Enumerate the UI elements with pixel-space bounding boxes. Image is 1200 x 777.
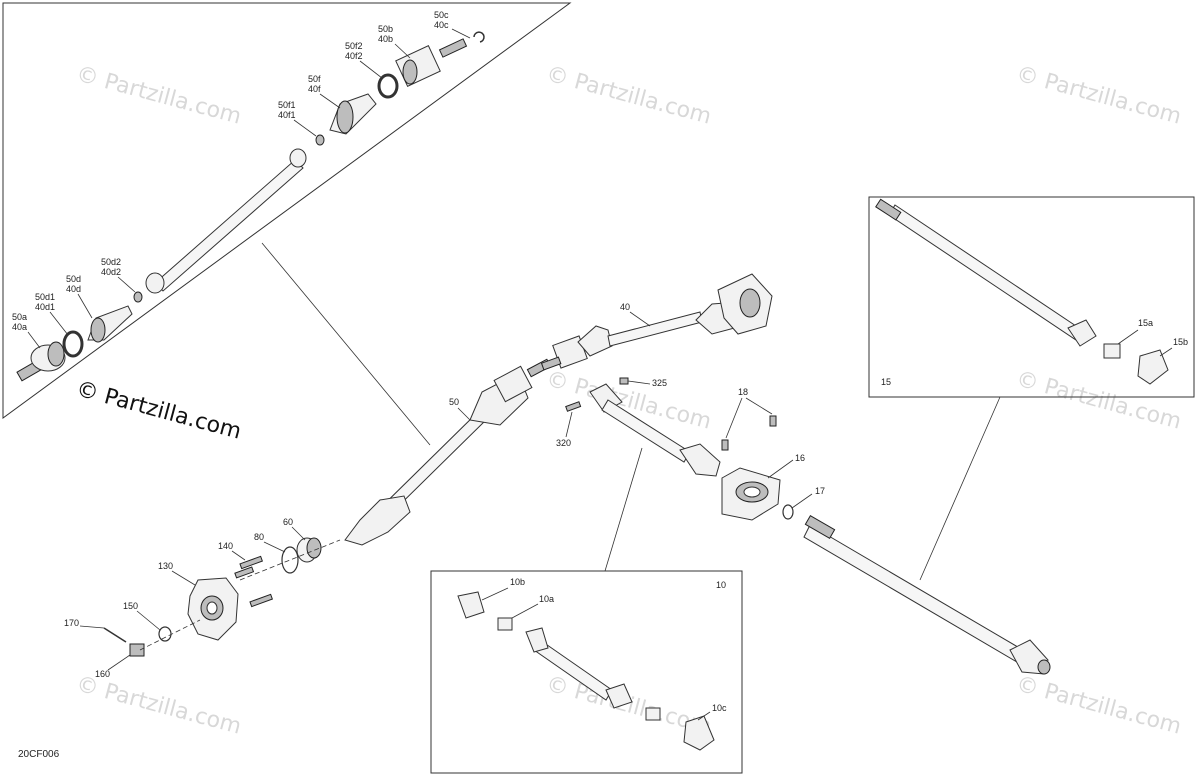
bolt-140 bbox=[239, 555, 264, 570]
label-325: 325 bbox=[652, 378, 667, 388]
bolt-18a bbox=[721, 439, 729, 451]
label-50a: 50a bbox=[12, 312, 27, 322]
shaft-10-inset-frame bbox=[430, 570, 743, 774]
washer-150 bbox=[158, 626, 172, 642]
bolt-320 bbox=[565, 401, 582, 412]
label-40d2: 40d2 bbox=[101, 267, 121, 277]
copyright-text: © Partzilla.com bbox=[73, 377, 243, 445]
label-40f: 40f bbox=[308, 84, 321, 94]
label-10a: 10a bbox=[539, 594, 554, 604]
label-140: 140 bbox=[218, 541, 233, 551]
small-clamp-inner bbox=[315, 134, 325, 146]
diagram-code: 20CF006 bbox=[18, 749, 60, 760]
hub-assembly bbox=[103, 537, 341, 657]
axle-50 bbox=[344, 358, 552, 546]
label-40c: 40c bbox=[434, 20, 449, 30]
bearing-support-16 bbox=[721, 415, 794, 521]
label-40: 40 bbox=[620, 302, 630, 312]
label-50f1: 50f1 bbox=[278, 100, 296, 110]
label-170: 170 bbox=[64, 618, 79, 628]
ring-17 bbox=[782, 504, 794, 520]
cv-joint-inset-frame bbox=[2, 2, 572, 419]
bolt-325 bbox=[619, 377, 629, 385]
label-15a: 15a bbox=[1138, 318, 1153, 328]
clamp-ring-inner bbox=[377, 73, 399, 99]
label-50: 50 bbox=[449, 397, 459, 407]
inset-10-leader bbox=[604, 447, 643, 572]
label-80: 80 bbox=[254, 532, 264, 542]
label-150: 150 bbox=[123, 601, 138, 611]
circlip bbox=[473, 31, 485, 43]
cotter-pin-170 bbox=[103, 627, 127, 643]
label-17: 17 bbox=[815, 486, 825, 496]
inset-15-leader bbox=[919, 396, 1001, 581]
label-40d: 40d bbox=[66, 284, 81, 294]
label-10c: 10c bbox=[712, 703, 727, 713]
watermark: © Partzilla.com bbox=[73, 672, 243, 740]
label-50d2: 50d2 bbox=[101, 257, 121, 267]
inset-leader-line bbox=[261, 242, 431, 446]
inset-shaft bbox=[154, 159, 304, 292]
u-joint-10c-cross bbox=[645, 707, 661, 721]
shaft-15-inset-frame bbox=[868, 196, 1195, 398]
rear-shaft bbox=[803, 514, 1051, 675]
label-50f: 50f bbox=[308, 74, 321, 84]
axle-40 bbox=[540, 273, 773, 371]
label-40f2: 40f2 bbox=[345, 51, 363, 61]
shaft-10-parts bbox=[457, 591, 715, 751]
label-130: 130 bbox=[158, 561, 173, 571]
propshaft-10 bbox=[565, 377, 721, 477]
nut-160 bbox=[129, 643, 145, 657]
label-320: 320 bbox=[556, 438, 571, 448]
label-50f2: 50f2 bbox=[345, 41, 363, 51]
label-60: 60 bbox=[283, 517, 293, 527]
label-10b: 10b bbox=[510, 577, 525, 587]
label-40f1: 40f1 bbox=[278, 110, 296, 120]
watermark: © Partzilla.com bbox=[73, 62, 243, 130]
watermark: © Partzilla.com bbox=[1013, 672, 1183, 740]
label-40a: 40a bbox=[12, 322, 27, 332]
label-50d: 50d bbox=[66, 274, 81, 284]
outer-cv-joint bbox=[16, 341, 66, 382]
label-40b: 40b bbox=[378, 34, 393, 44]
inset-parts bbox=[16, 31, 485, 382]
label-50b: 50b bbox=[378, 24, 393, 34]
label-160: 160 bbox=[95, 669, 110, 679]
ring-80 bbox=[281, 546, 299, 574]
bolt-18b bbox=[769, 415, 777, 427]
u-joint-10a bbox=[497, 617, 513, 631]
inner-cv-joint bbox=[395, 45, 441, 87]
label-50c: 50c bbox=[434, 10, 449, 20]
outer-cv-50 bbox=[344, 495, 411, 546]
label-50d1: 50d1 bbox=[35, 292, 55, 302]
clamp-ring bbox=[62, 330, 84, 358]
label-10: 10 bbox=[716, 580, 726, 590]
label-40d1: 40d1 bbox=[35, 302, 55, 312]
shaft-15 bbox=[875, 198, 1169, 385]
small-clamp bbox=[133, 291, 143, 303]
label-15b: 15b bbox=[1173, 337, 1188, 347]
yoke-10c bbox=[683, 715, 715, 751]
main-labels: 40 50 60 80 140 130 150 170 160 320 325 … bbox=[64, 302, 1188, 721]
u-joint-15a bbox=[1103, 343, 1121, 359]
watermark: © Partzilla.com bbox=[1013, 62, 1183, 130]
watermark: © Partzilla.com bbox=[543, 62, 713, 130]
yoke-15b bbox=[1137, 349, 1169, 385]
watermarks: © Partzilla.com © Partzilla.com © Partzi… bbox=[73, 62, 1183, 740]
label-15: 15 bbox=[881, 377, 891, 387]
label-16: 16 bbox=[795, 453, 805, 463]
inset-labels: 50a 40a 50d1 40d1 50d 40d 50d2 40d2 50f1… bbox=[12, 10, 471, 349]
label-18: 18 bbox=[738, 387, 748, 397]
yoke-10b bbox=[457, 591, 485, 619]
